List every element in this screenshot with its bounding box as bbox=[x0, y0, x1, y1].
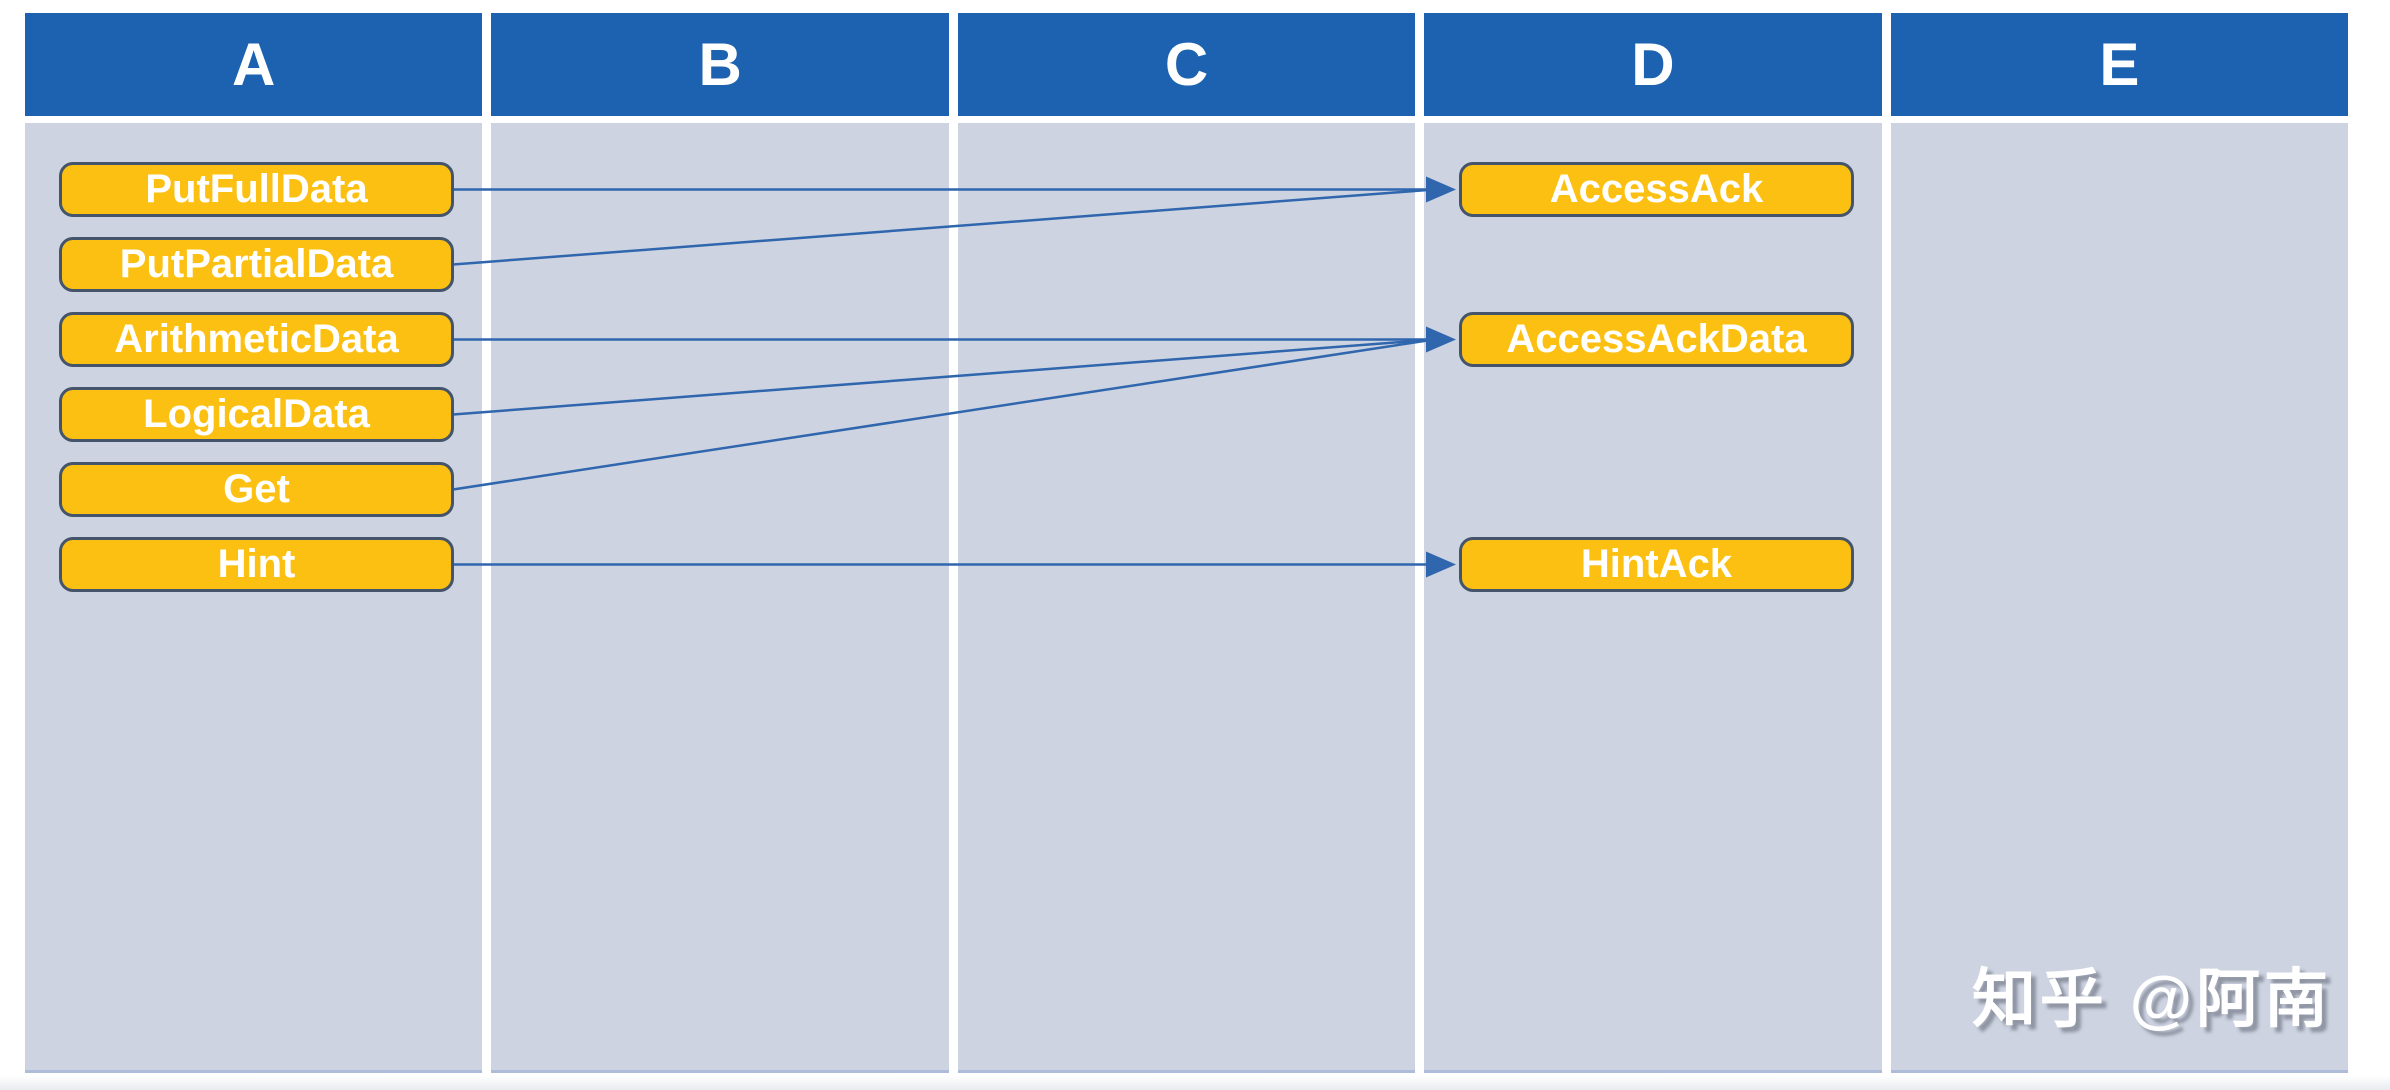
channel-lane-e bbox=[1890, 123, 2349, 1073]
request-box-label: LogicalData bbox=[143, 392, 370, 436]
response-box-label: AccessAckData bbox=[1506, 317, 1807, 361]
request-box-get: Get bbox=[59, 462, 454, 517]
watermark: 知乎 @阿南 bbox=[1971, 963, 2332, 1035]
channel-label-c: C bbox=[1164, 31, 1209, 98]
channel-label-d: D bbox=[1631, 31, 1675, 98]
channel-header-c: C bbox=[957, 13, 1416, 116]
channel-header-d: D bbox=[1424, 13, 1882, 116]
request-box-label: PutPartialData bbox=[119, 242, 394, 286]
channel-label-e: E bbox=[2099, 31, 2140, 98]
request-box-label: Get bbox=[223, 467, 290, 511]
channel-label-b: B bbox=[698, 31, 742, 98]
request-box-putpartialdata: PutPartialData bbox=[59, 237, 454, 292]
channel-lane-row bbox=[25, 123, 2349, 1073]
response-box-label: AccessAck bbox=[1549, 167, 1764, 211]
request-box-hint: Hint bbox=[59, 537, 454, 592]
channel-lane-c bbox=[957, 123, 1416, 1073]
request-box-label: ArithmeticData bbox=[114, 317, 399, 361]
response-box-accessack: AccessAck bbox=[1459, 162, 1854, 217]
channel-lane-d bbox=[1424, 123, 1882, 1073]
channel-header-a: A bbox=[25, 13, 483, 116]
channel-lane-b bbox=[491, 123, 949, 1073]
request-box-label: PutFullData bbox=[145, 167, 368, 211]
channel-header-row: A B C D E bbox=[25, 13, 2349, 116]
response-box-label: HintAck bbox=[1580, 542, 1733, 586]
request-box-arithmeticdata: ArithmeticData bbox=[59, 312, 454, 367]
channel-header-e: E bbox=[1890, 13, 2349, 116]
response-box-hintack: HintAck bbox=[1459, 537, 1854, 592]
channel-header-b: B bbox=[491, 13, 949, 116]
channel-label-a: A bbox=[232, 31, 276, 98]
response-box-accessackdata: AccessAckData bbox=[1459, 312, 1854, 367]
request-box-label: Hint bbox=[217, 542, 296, 586]
page-bottom-edge bbox=[0, 1076, 2390, 1090]
request-box-logicaldata: LogicalData bbox=[59, 387, 454, 442]
request-box-putfulldata: PutFullData bbox=[59, 162, 454, 217]
